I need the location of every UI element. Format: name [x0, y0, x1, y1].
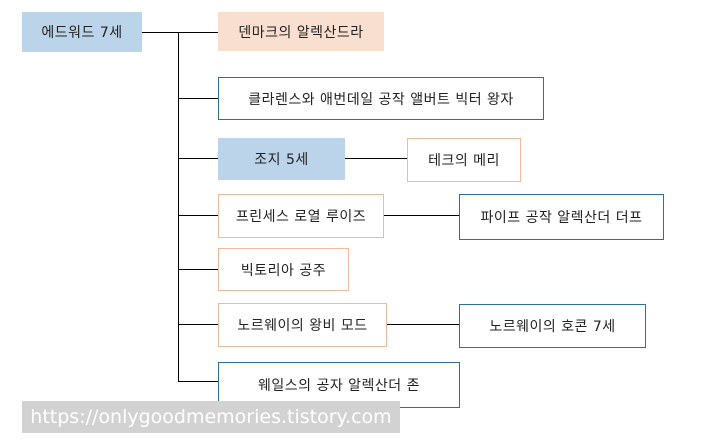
branch-2 [178, 158, 218, 159]
watermark: https://onlygoodmemories.tistory.com [22, 401, 400, 433]
trunk-line [178, 32, 179, 381]
child-node-maud: 노르웨이의 왕비 모드 [218, 303, 387, 347]
branch-4 [178, 269, 218, 270]
child-node-george-v: 조지 5세 [218, 138, 345, 180]
branch-1 [178, 98, 218, 99]
branch-6 [178, 381, 218, 382]
branch-5 [178, 324, 218, 325]
root-node: 에드워드 7세 [22, 12, 142, 52]
branch-3 [178, 215, 218, 216]
spouse-node-root: 덴마크의 알렉산드라 [218, 12, 384, 51]
spouse-link-3 [384, 215, 459, 216]
child-node-alexander-john: 웨일스의 공자 알렉산더 존 [218, 362, 460, 408]
child-node-louise: 프린세스 로열 루이즈 [218, 194, 384, 238]
child-node-albert-victor: 클라렌스와 애번데일 공작 앨버트 빅터 왕자 [218, 77, 544, 120]
spouse-link-5 [387, 324, 459, 325]
spouse-node-haakon-vii: 노르웨이의 호콘 7세 [459, 304, 646, 348]
branch-0 [178, 32, 218, 33]
child-node-victoria: 빅토리아 공주 [218, 248, 349, 291]
root-connector [142, 32, 178, 33]
spouse-link-2 [345, 158, 407, 159]
spouse-node-alexander-duff: 파이프 공작 알렉산더 더프 [459, 194, 664, 240]
spouse-node-mary-of-teck: 테크의 메리 [407, 138, 521, 182]
